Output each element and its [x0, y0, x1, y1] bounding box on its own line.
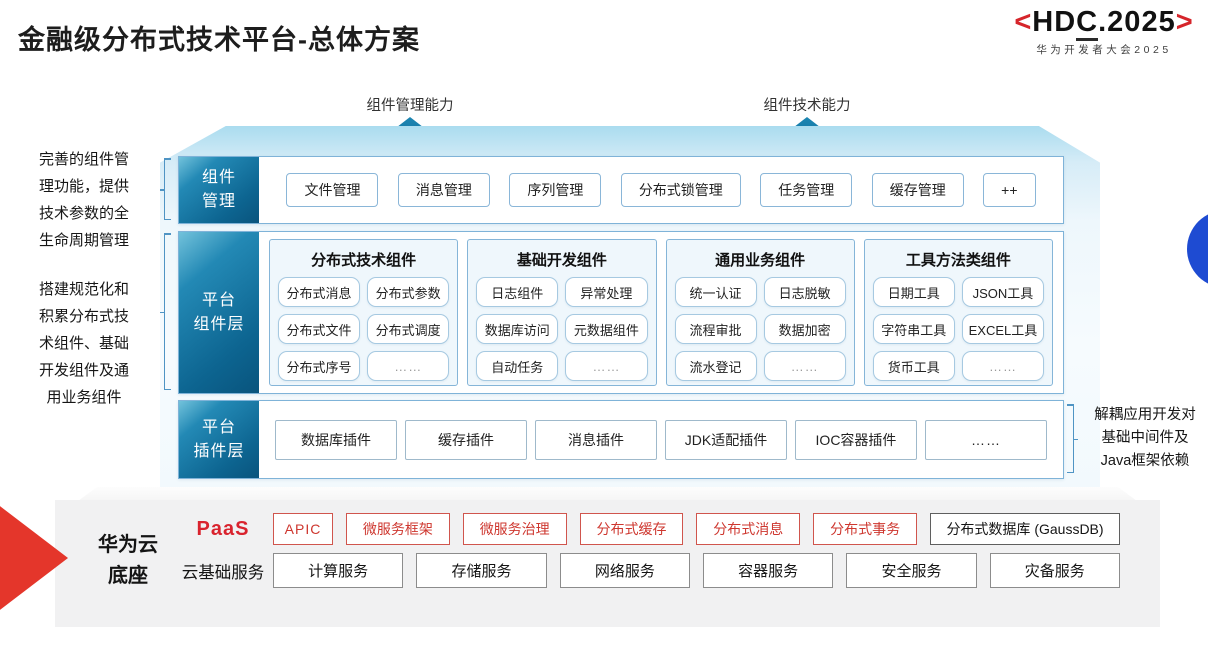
- component-box: 数据库访问: [476, 314, 559, 344]
- component-column-title: 基础开发组件: [516, 252, 607, 269]
- component-column-title: 工具方法类组件: [905, 252, 1011, 269]
- layer-component-management-items: 文件管理消息管理序列管理分布式锁管理任务管理缓存管理 ++: [259, 157, 1063, 223]
- paas-label: PaaS: [196, 517, 250, 540]
- cloud-service-box: 存储服务: [416, 553, 547, 588]
- component-box: 自动任务: [476, 351, 559, 381]
- plugin-box: IOC容器插件: [795, 419, 917, 460]
- paas-service-box: 分布式缓存: [579, 513, 684, 545]
- component-mgmt-box: 消息管理: [397, 173, 490, 207]
- component-mgmt-box: 任务管理: [760, 173, 853, 207]
- component-box: 分布式文件: [278, 314, 361, 344]
- component-box: 异常处理: [565, 277, 648, 307]
- component-box: JSON工具: [961, 277, 1044, 307]
- component-box: 分布式参数: [367, 277, 450, 307]
- plugin-box: 缓存插件: [405, 419, 527, 460]
- gaussdb-box: 分布式数据库 (GaussDB): [930, 513, 1120, 545]
- component-box: 货币工具: [872, 351, 955, 381]
- component-box: 元数据组件: [565, 314, 648, 344]
- paas-service-box: 微服务框架: [346, 513, 450, 545]
- paas-service-box: 分布式消息: [696, 513, 801, 545]
- component-mgmt-box: ++: [983, 173, 1036, 207]
- component-column: 分布式技术组件分布式消息分布式参数分布式文件分布式调度分布式序号……: [269, 239, 459, 386]
- cloud-service-box: 网络服务: [559, 553, 690, 588]
- component-box: 数据加密: [763, 314, 846, 344]
- layer-platform-components: 平台 组件层 分布式技术组件分布式消息分布式参数分布式文件分布式调度分布式序号……: [178, 231, 1064, 394]
- component-box: 分布式消息: [278, 277, 361, 307]
- component-box: ……: [763, 351, 846, 381]
- cloud-service-box: 容器服务: [702, 553, 834, 588]
- component-column-grid: 日志组件异常处理数据库访问元数据组件自动任务……: [476, 277, 648, 381]
- logo-left-bracket-icon: <: [1014, 6, 1033, 38]
- component-mgmt-box: 文件管理: [286, 173, 379, 207]
- layer-platform-components-columns: 分布式技术组件分布式消息分布式参数分布式文件分布式调度分布式序号……基础开发组件…: [259, 232, 1063, 393]
- paas-service-box: 分布式事务: [813, 513, 917, 545]
- huawei-cloud-foundation-panel: 华为云 底座 PaaS APIC 微服务框架微服务治理分布式缓存分布式消息分布式事…: [55, 500, 1160, 627]
- component-box: 流水登记: [674, 351, 757, 381]
- brace-row1: [160, 158, 172, 220]
- component-column-title: 通用业务组件: [715, 252, 806, 269]
- component-box: ……: [367, 351, 450, 381]
- paas-service-box: APIC: [273, 513, 333, 545]
- capability-management-label: 组件管理能力: [366, 98, 454, 114]
- layer-component-management-label: 组件 管理: [179, 157, 259, 223]
- decoration-circle: [1187, 210, 1208, 288]
- component-box: 日志组件: [476, 277, 559, 307]
- plugin-box: 消息插件: [535, 419, 657, 460]
- logo-year: .2025: [1098, 6, 1176, 38]
- component-box: ……: [565, 351, 648, 381]
- logo-hd: HD: [1032, 6, 1077, 38]
- plugin-box: JDK适配插件: [665, 419, 787, 460]
- paas-service-box: 微服务治理: [462, 513, 567, 545]
- hdc-logo-text: <HDC.2025>: [1002, 6, 1206, 41]
- plugin-box: 数据库插件: [275, 419, 397, 460]
- cloud-service-box: 安全服务: [846, 553, 977, 588]
- layer-platform-components-label: 平台 组件层: [179, 232, 259, 393]
- component-box: 日期工具: [872, 277, 955, 307]
- component-box: ……: [961, 351, 1044, 381]
- foundation-label: 华为云 底座: [98, 534, 158, 587]
- iaas-row: 云基础服务 计算服务存储服务网络服务容器服务安全服务灾备服务: [173, 553, 1120, 588]
- component-column-grid: 统一认证日志脱敏流程审批数据加密流水登记……: [674, 277, 846, 381]
- component-column: 通用业务组件统一认证日志脱敏流程审批数据加密流水登记……: [665, 239, 855, 386]
- hdc-logo: <HDC.2025> 华为开发者大会2025: [1002, 6, 1206, 57]
- page-title: 金融级分布式技术平台-总体方案: [18, 25, 420, 55]
- component-box: EXCEL工具: [961, 314, 1044, 344]
- component-column-title: 分布式技术组件: [311, 252, 417, 269]
- iaas-label: 云基础服务: [181, 563, 265, 582]
- component-box: 统一认证: [674, 277, 757, 307]
- logo-right-bracket-icon: >: [1175, 6, 1194, 38]
- component-box: 分布式调度: [367, 314, 450, 344]
- component-mgmt-box: 序列管理: [509, 173, 602, 207]
- component-box: 流程审批: [674, 314, 757, 344]
- brace-row2: [160, 233, 172, 390]
- note-component-management: 完善的组件管 理功能，提供 技术参数的全 生命周期管理: [38, 151, 129, 249]
- logo-c-underlined: C: [1076, 6, 1099, 41]
- paas-boxes: APIC 微服务框架微服务治理分布式缓存分布式消息分布式事务: [273, 513, 917, 545]
- hdc-logo-subtitle: 华为开发者大会2025: [1036, 44, 1172, 56]
- brace-row3: [1066, 404, 1078, 473]
- layer-platform-plugins-label: 平台 插件层: [179, 401, 259, 478]
- plugin-box: ……: [925, 419, 1047, 460]
- iaas-boxes: 计算服务存储服务网络服务容器服务安全服务灾备服务: [273, 553, 1120, 588]
- component-column: 基础开发组件日志组件异常处理数据库访问元数据组件自动任务……: [467, 239, 657, 386]
- note-platform-components: 搭建规范化和 积累分布式技 术组件、基础 开发组件及通 用业务组件: [38, 281, 129, 406]
- component-mgmt-box: 分布式锁管理: [620, 173, 741, 207]
- component-mgmt-box: 缓存管理: [871, 173, 964, 207]
- layer-component-management: 组件 管理 文件管理消息管理序列管理分布式锁管理任务管理缓存管理 ++: [178, 156, 1064, 224]
- component-box: 分布式序号: [278, 351, 361, 381]
- component-column-grid: 分布式消息分布式参数分布式文件分布式调度分布式序号……: [278, 277, 450, 381]
- component-box: 字符串工具: [872, 314, 955, 344]
- capability-technical-label: 组件技术能力: [763, 98, 851, 114]
- component-box: 日志脱敏: [763, 277, 846, 307]
- cloud-service-box: 计算服务: [273, 553, 404, 588]
- note-decouple: 解耦应用开发对 基础中间件及 Java框架依赖: [1094, 407, 1196, 469]
- cloud-service-box: 灾备服务: [989, 553, 1120, 588]
- paas-row: PaaS APIC 微服务框架微服务治理分布式缓存分布式消息分布式事务 分布式数据…: [173, 513, 1120, 545]
